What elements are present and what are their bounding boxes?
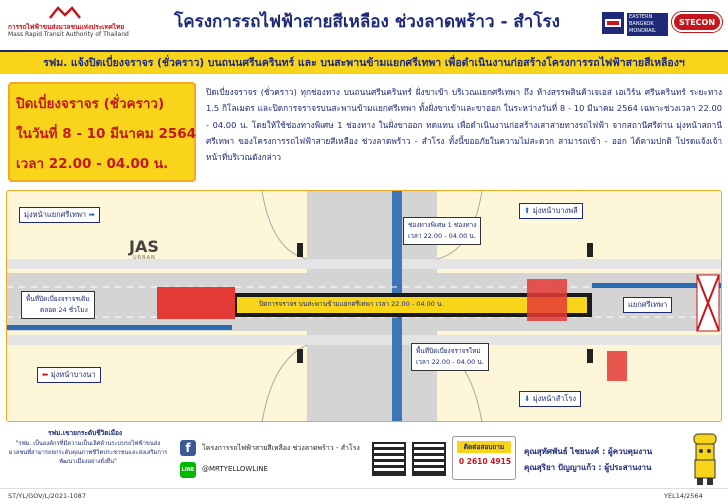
page-title: โครงการรถไฟฟ้าสายสีเหลือง ช่วงลาดพร้าว -…	[174, 12, 560, 32]
arrow-up-icon: ⬆	[524, 206, 531, 215]
announcement-bar: รฟม. แจ้งปิดเบี่ยงจราจร (ชั่วคราว) บนถนน…	[0, 50, 728, 74]
ebm-logo-text: EASTERN BANGKOK MONORAIL	[627, 13, 668, 36]
direction-bangphli: ⬆ มุ่งหน้าบางพลี	[519, 203, 583, 219]
closure-description: ปิดเบี่ยงจราจร (ชั่วคราว) ทุกช่องทาง บนถ…	[206, 87, 722, 163]
direction-bangna: ⬅ มุ่งหน้าบางนา	[37, 367, 101, 383]
arrow-right-icon: ➡	[88, 210, 95, 219]
mascot-icon	[688, 430, 722, 486]
closure-date: ในวันที่ 8 - 10 มีนาคม 2564	[16, 126, 197, 142]
srithepha-junction-label: แยกศรีเทพา	[623, 297, 673, 313]
arrow-down-icon: ⬇	[524, 394, 531, 403]
new-closure-note: พื้นที่ปิดเบี่ยงจราจรใหม่ เวลา 22.00 - 0…	[411, 343, 489, 371]
mrta-logo: การรถไฟฟ้าขนส่งมวลชนแห่งประเทศไทย Mass R…	[8, 6, 129, 44]
closure-box: ปิดเบี่ยงจราจร (ชั่วคราว) ในวันที่ 8 - 1…	[8, 82, 196, 182]
slogan-text: "รฟม. เป็นองค์กรที่มีความเป็นเลิศด้านระบ…	[8, 441, 168, 465]
doc-code-right: YEL14/2564	[664, 492, 703, 500]
special-lane-note: ช่องทางพิเศษ 1 ช่องทาง เวลา 22.00 - 04.0…	[403, 217, 482, 245]
line-account[interactable]: @MRTYELLOWLINE	[202, 465, 268, 473]
mrta-name-th: การรถไฟฟ้าขนส่งมวลชนแห่งประเทศไทย	[8, 23, 125, 31]
ebm-logo: EASTERN BANGKOK MONORAIL	[602, 10, 668, 36]
existing-closure-note: พื้นที่ปิดเบี่ยงจราจรเดิม ตลอด 24 ชั่วโม…	[21, 291, 95, 319]
closure-time: เวลา 22.00 - 04.00 น.	[16, 156, 169, 172]
facebook-icon[interactable]: f	[180, 440, 196, 456]
arrow-left-icon: ⬅	[42, 370, 49, 379]
contact-label: ติดต่อสอบถาม	[457, 441, 511, 453]
contact-phone[interactable]: 0 2610 4915	[458, 457, 512, 466]
facebook-page-name[interactable]: โครงการรถไฟฟ้าสายสีเหลือง ช่วงลาดพร้าว -…	[202, 444, 360, 452]
traffic-map: มุ่งหน้าแยกศรีเทพา ➡ ⬅ มุ่งหน้าบางนา ⬆ ม…	[6, 190, 722, 422]
contact-persons: คุณสุทัศพันธ์ ไชยนงค์ : ผู้ควบคุมงาน คุณ…	[524, 444, 652, 476]
line-icon[interactable]: LINE	[180, 462, 196, 478]
closure-title: ปิดเบี่ยงจราจร (ชั่วคราว)	[16, 96, 165, 112]
mrta-name-en: Mass Rapid Transit Authority of Thailand	[8, 31, 129, 38]
doc-code-left: ST/YL/GOV/L/2021-1087	[8, 492, 86, 500]
direction-srithepha: มุ่งหน้าแยกศรีเทพา ➡	[19, 207, 100, 223]
footer-slogan: รฟม.เขายกระดับชีวิตเมือง "รฟม. เป็นองค์ก…	[8, 428, 168, 488]
contact-person-1: คุณสุทัศพันธ์ ไชยนงค์ : ผู้ควบคุมงาน	[524, 447, 653, 456]
contact-box: ติดต่อสอบถาม 0 2610 4915	[452, 436, 516, 480]
contact-person-2: คุณสุริยา ปัญญาแก้ว : ผู้ประสานงาน	[524, 463, 652, 472]
facebook-qr-icon	[372, 442, 406, 476]
stecon-logo: STECON	[672, 12, 722, 32]
bottom-bar	[0, 488, 728, 504]
jas-logo-sub: URBAN	[133, 255, 156, 261]
jas-logo: JAS	[129, 237, 159, 256]
mrta-mark-icon	[49, 6, 81, 19]
line-qr-icon	[412, 442, 446, 476]
bridge-closure-label: ปิดการจราจร บนสะพานข้ามแยกศรีเทพา เวลา 2…	[257, 299, 446, 309]
slogan-title: รฟม.เขายกระดับชีวิตเมือง	[48, 429, 123, 437]
direction-samrong: ⬇ มุ่งหน้าสำโรง	[519, 391, 582, 407]
